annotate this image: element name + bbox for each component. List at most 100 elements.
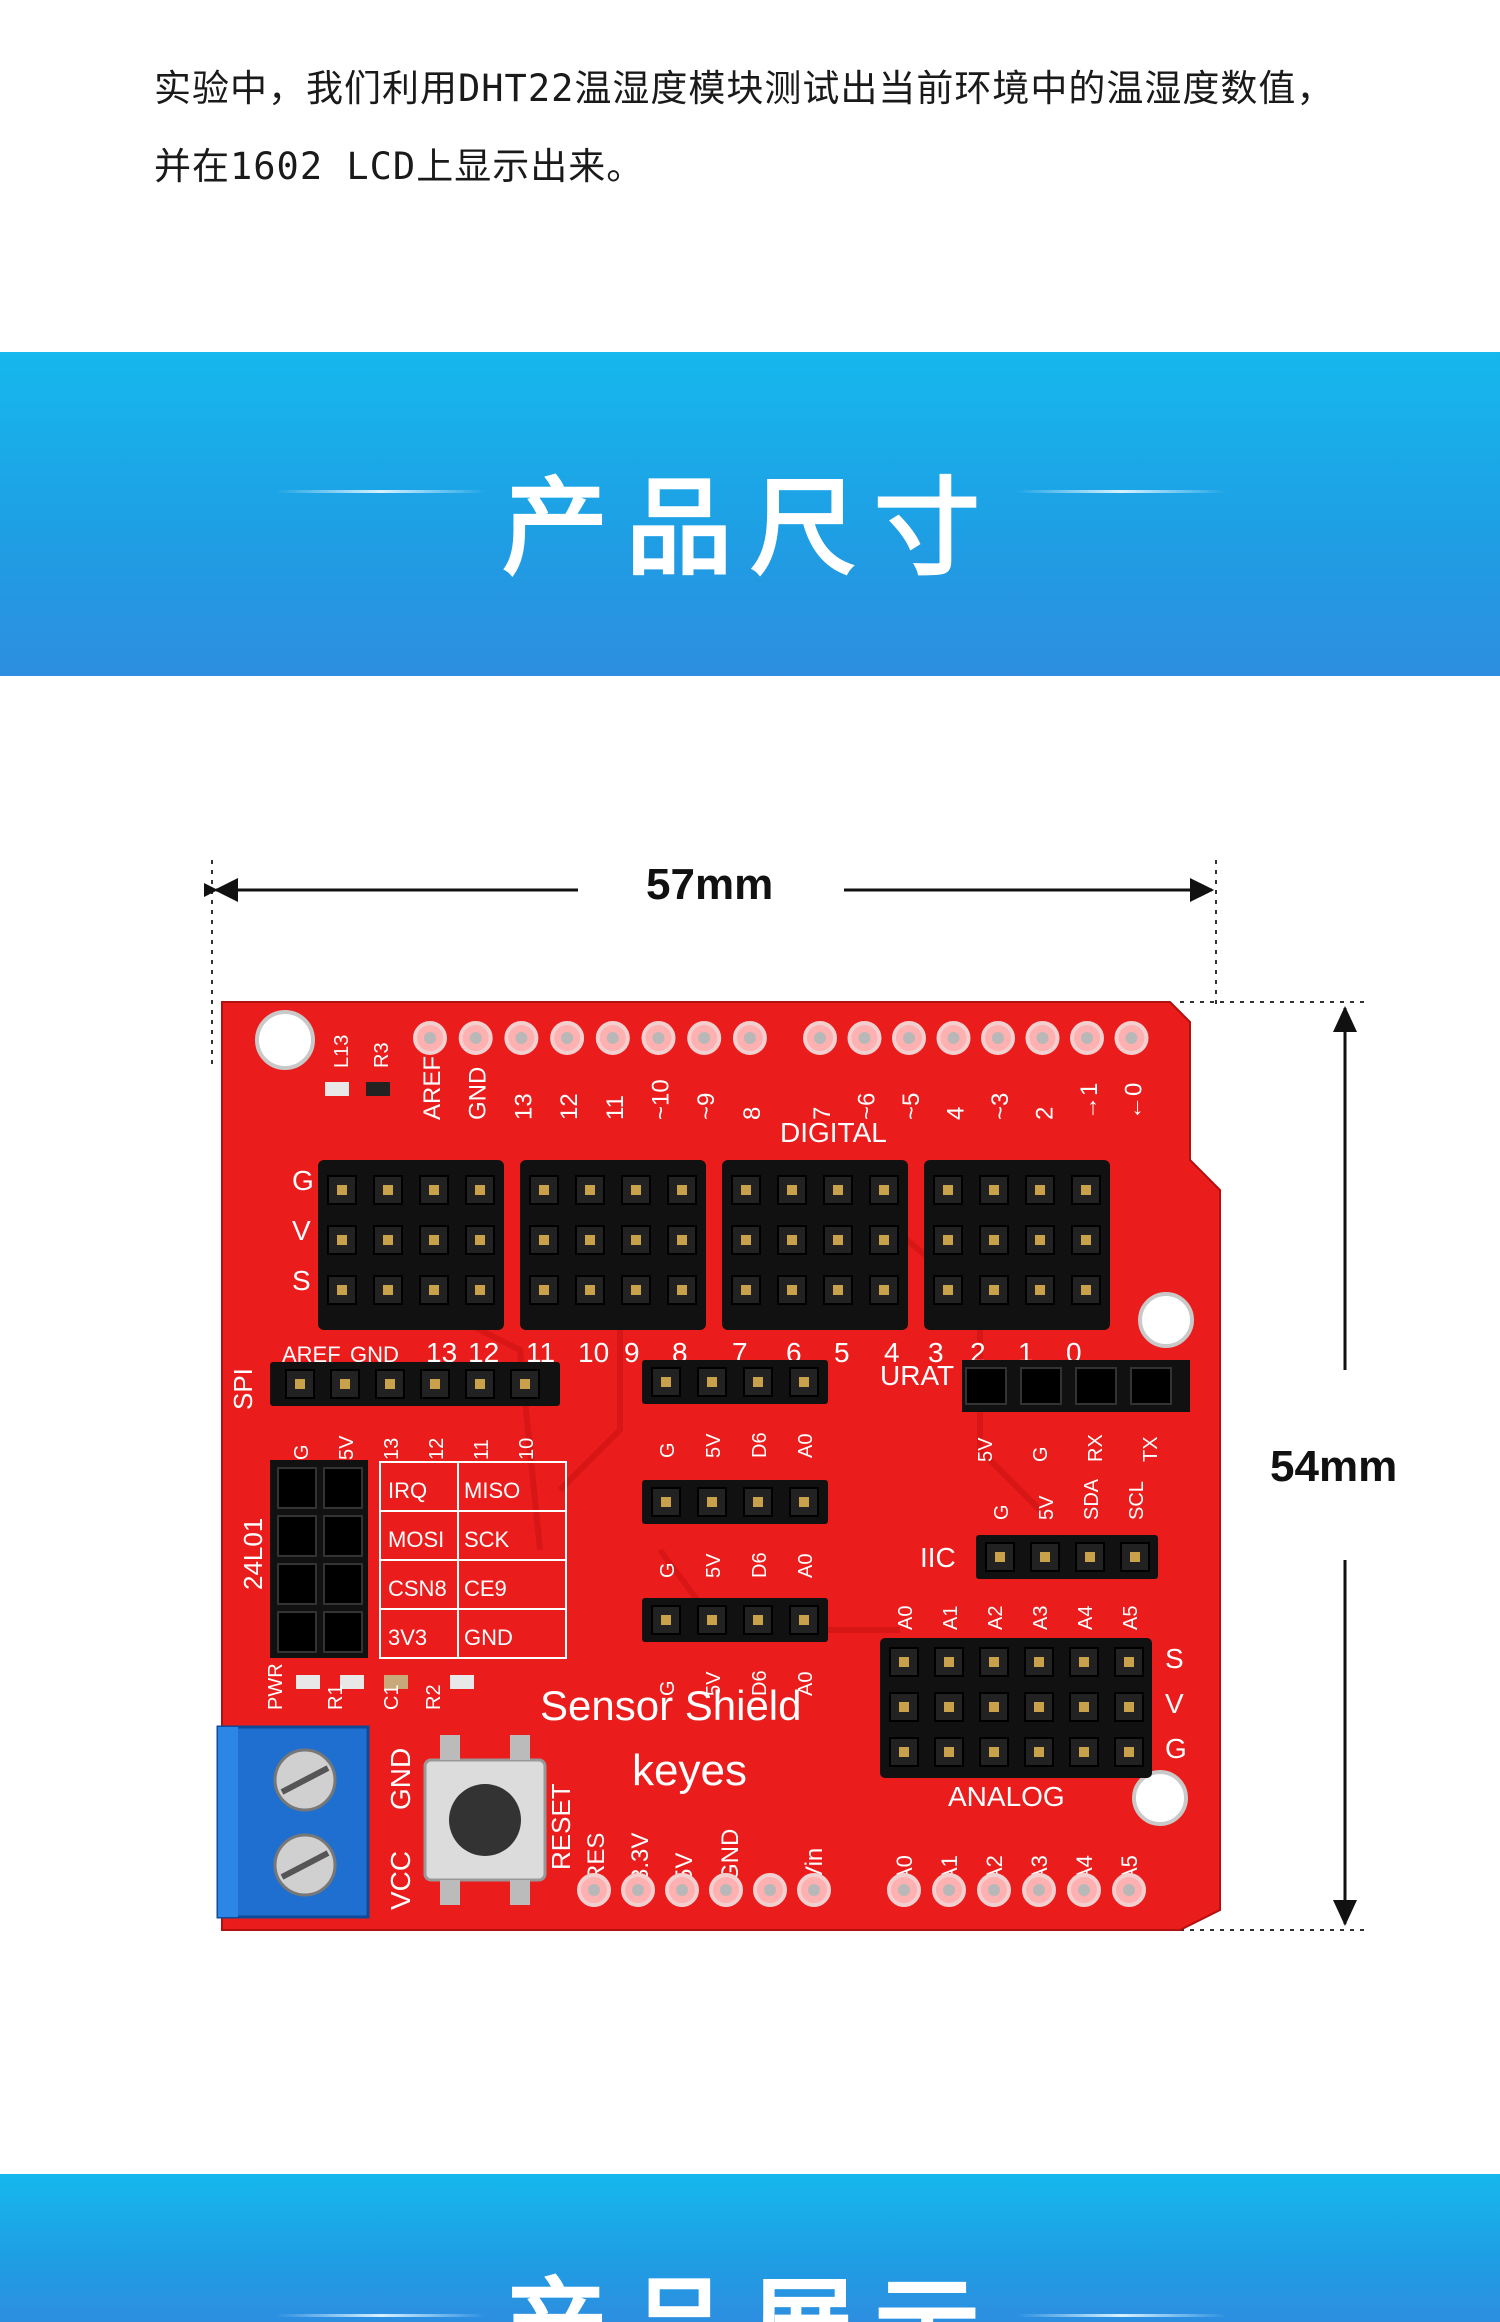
- analog-top-label-5: A5: [1120, 1606, 1142, 1630]
- analog-pin-5-2-tip: [1124, 1747, 1134, 1757]
- middle-pin-label-2-1: 5V: [703, 1671, 725, 1696]
- top-pin-pad-1-hole: [469, 1032, 482, 1044]
- spi-pin-label-0: G: [291, 1444, 313, 1460]
- analog-pin-0-2-tip: [899, 1747, 909, 1757]
- analog-top-label-2: A2: [985, 1606, 1007, 1630]
- analog-top-label-3: A3: [1030, 1606, 1052, 1630]
- digital-pin-2-3-1-tip: [879, 1235, 889, 1245]
- analog-label: ANALOG: [948, 1781, 1065, 1812]
- digital-pin-3-2-0-tip: [1035, 1185, 1045, 1195]
- digital-pin-0-3-2-tip: [475, 1285, 485, 1295]
- digital-block-1: [520, 1160, 706, 1330]
- urat-pin-label-1: G: [1030, 1446, 1052, 1462]
- middle-pin-0-2: [743, 1367, 773, 1397]
- top-pin-label-15: ←0: [1121, 1083, 1148, 1120]
- digital-pin-2-2-1: [823, 1225, 853, 1255]
- rf-cell-0-1: MISO: [464, 1478, 520, 1503]
- intro-line-1: 实验中，我们利用DHT22温湿度模块测试出当前环境中的温湿度数值，: [154, 67, 1335, 110]
- section-banner-display: 产品展示: [0, 2174, 1500, 2322]
- middle-pin-label-1-0: G: [657, 1562, 679, 1578]
- brand-text: Sensor Shield: [540, 1682, 802, 1729]
- digital-pin-0-0-0-tip: [337, 1185, 347, 1195]
- svg-labels-right: S V G: [1165, 1643, 1187, 1764]
- analog-pin-4-0-tip: [1079, 1657, 1089, 1667]
- digital-pin-1-1-1-tip: [585, 1235, 595, 1245]
- digital-pin-3-0-0-tip: [943, 1185, 953, 1195]
- digital-pin-2-1-1-tip: [787, 1235, 797, 1245]
- digital-pin-3-1-2-tip: [989, 1285, 999, 1295]
- analog-bottom-pad-3-hole: [1033, 1884, 1045, 1896]
- digital-pin-3-2-1: [1025, 1225, 1055, 1255]
- iic-pin-3-tip: [1130, 1552, 1140, 1562]
- width-dimension-arrow: [204, 878, 1214, 902]
- intro-text: 实验中，我们利用DHT22温湿度模块测试出当前环境中的温湿度数值， 并在1602…: [154, 50, 1404, 206]
- rf-cell-0-0: IRQ: [388, 1478, 427, 1503]
- spi-label: SPI: [228, 1368, 258, 1410]
- rf-slot-1-0: [277, 1515, 317, 1557]
- urat-label: URAT: [880, 1360, 954, 1391]
- digital-pin-1-3-2-tip: [677, 1285, 687, 1295]
- rf-cell-3-1: GND: [464, 1625, 513, 1650]
- top-pin-pad-11-hole: [947, 1032, 960, 1044]
- analog-pin-3-2: [1024, 1737, 1054, 1767]
- digital-block-2: [722, 1160, 908, 1330]
- analog-pin-1-1-tip: [944, 1702, 954, 1712]
- analog-bottom-pad-5-hole: [1123, 1884, 1135, 1896]
- digital-block-3: [924, 1160, 1110, 1330]
- digital-pin-1-3-0-tip: [677, 1185, 687, 1195]
- spi-pin-label-1: 5V: [336, 1435, 358, 1460]
- rf-cell-3-0: 3V3: [388, 1625, 427, 1650]
- power-pin-label-3: GND: [717, 1829, 744, 1882]
- middle-pin-label-1-2: D6: [749, 1552, 771, 1578]
- section-banner-size: 产品尺寸: [0, 352, 1500, 676]
- digital-pin-2-3-2-tip: [879, 1285, 889, 1295]
- terminal-gnd-label: GND: [385, 1748, 416, 1810]
- digital-pin-0-2-0-tip: [429, 1185, 439, 1195]
- middle-pin-label-0-2: D6: [749, 1432, 771, 1458]
- top-pin-pad-10-hole: [903, 1032, 915, 1044]
- analog-bottom-pad-4-hole: [1078, 1884, 1090, 1896]
- analog-bottom-header: [887, 1873, 1146, 1907]
- digital-num-5: 10: [578, 1337, 609, 1368]
- smd-label-5: R2: [423, 1684, 445, 1710]
- digital-pin-2-1-0-tip: [787, 1185, 797, 1195]
- digital-pin-1-1-2: [575, 1275, 605, 1305]
- spi-pin-3-tip: [430, 1379, 440, 1389]
- iic-pin-label-0: G: [991, 1504, 1013, 1520]
- label-g-left: G: [292, 1165, 314, 1196]
- top-pin-label-5: ~10: [648, 1079, 675, 1120]
- top-pin-pad-3-hole: [561, 1032, 574, 1044]
- middle-pin-label-0-3: A0: [795, 1434, 817, 1458]
- digital-pin-1-1-0-tip: [585, 1185, 595, 1195]
- rf-label: 24L01: [238, 1518, 268, 1590]
- width-dimension-label: 57mm: [646, 860, 774, 909]
- top-pin-label-14: →1: [1076, 1083, 1103, 1120]
- top-pin-pad-15-hole: [1125, 1032, 1138, 1044]
- digital-num-10: 5: [834, 1337, 850, 1368]
- middle-pin-2-2: [743, 1605, 773, 1635]
- digital-header-blocks: [318, 1160, 1110, 1330]
- digital-pin-3-1-0-tip: [989, 1185, 999, 1195]
- analog-pin-1-2-tip: [944, 1747, 954, 1757]
- smd-label-1: R3: [371, 1042, 393, 1068]
- section-title-display: 产品展示: [0, 2242, 1500, 2322]
- top-pin-label-11: 4: [943, 1107, 970, 1120]
- label-v-right: V: [1165, 1688, 1184, 1719]
- middle-pin-0-1-tip: [707, 1377, 717, 1387]
- top-pin-label-13: 2: [1032, 1107, 1059, 1120]
- digital-pin-1-3-2: [667, 1275, 697, 1305]
- digital-pin-1-0-1-tip: [539, 1235, 549, 1245]
- analog-pin-1-0-tip: [944, 1657, 954, 1667]
- digital-pin-0-2-1: [419, 1225, 449, 1255]
- urat-slot-3: [1130, 1367, 1172, 1405]
- smd-label-0: L13: [331, 1035, 353, 1068]
- middle-pin-label-0-0: G: [657, 1442, 679, 1458]
- analog-header-block: [880, 1638, 1152, 1778]
- spi-pin-2-tip: [385, 1379, 395, 1389]
- rf-slot-2-1: [323, 1563, 363, 1605]
- iic-label: IIC: [920, 1542, 956, 1573]
- rf-slot-0-0: [277, 1467, 317, 1509]
